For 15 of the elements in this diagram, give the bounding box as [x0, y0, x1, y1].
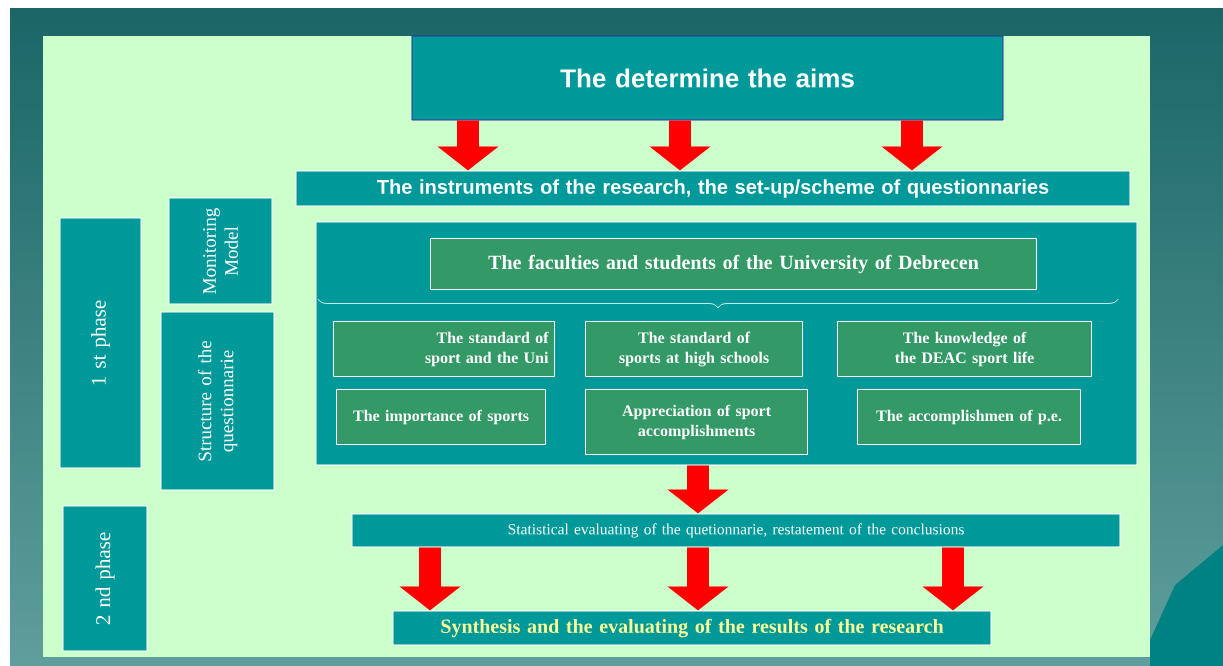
topic-box: The standard of sports at high schools	[585, 321, 803, 377]
process-box: Statistical evaluating of the quetionnarie, restatement of the conclusions	[351, 513, 1121, 548]
process-box: The faculties and students of the University of Debrecen	[430, 238, 1037, 290]
side-box: Monitoring Model	[168, 197, 273, 305]
result-box: Synthesis and the evaluating of the results of the research	[392, 610, 992, 646]
topic-box: The knowledge of the DEAC sport life	[837, 321, 1092, 377]
topic-box: Appreciation of sport accomplishments	[585, 389, 808, 455]
process-box: The instruments of the research, the set-up/scheme of questionnaries	[295, 170, 1131, 207]
heading-box: The determine the aims	[411, 35, 1004, 121]
phase-box: 1 st phase	[59, 217, 142, 469]
side-box: Structure of the questionnarie	[160, 311, 275, 491]
topic-box: The accomplishmen of p.e.	[857, 389, 1081, 445]
phase-box: 2 nd phase	[62, 505, 148, 652]
topic-box: The standard of sport and the Uni	[333, 321, 555, 377]
topic-box: The importance of sports	[336, 389, 546, 445]
